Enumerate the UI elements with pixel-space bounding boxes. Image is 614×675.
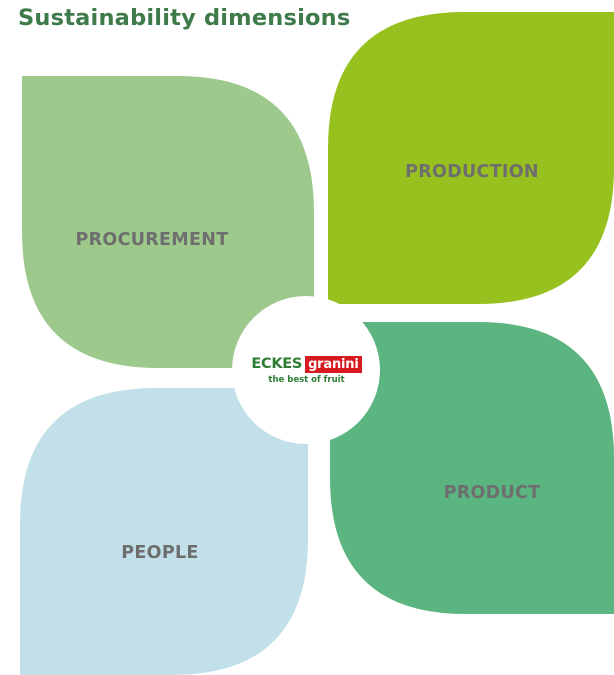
petal-production xyxy=(328,12,614,304)
petal-procurement xyxy=(22,76,314,368)
eckes-granini-logo: ECKES granini the best of fruit xyxy=(251,356,362,385)
logo-brand-granini: granini xyxy=(305,356,362,373)
petal-product xyxy=(330,322,614,614)
label-production: PRODUCTION xyxy=(405,162,539,182)
label-product: PRODUCT xyxy=(444,483,541,503)
logo-brand-eckes: ECKES xyxy=(251,356,303,372)
page-title: Sustainability dimensions xyxy=(18,5,351,31)
logo-tagline: the best of fruit xyxy=(268,375,345,385)
petal-people xyxy=(20,388,308,675)
logo-wordmark: ECKES granini xyxy=(251,356,362,373)
label-procurement: PROCUREMENT xyxy=(76,230,229,250)
label-people: PEOPLE xyxy=(121,543,198,563)
